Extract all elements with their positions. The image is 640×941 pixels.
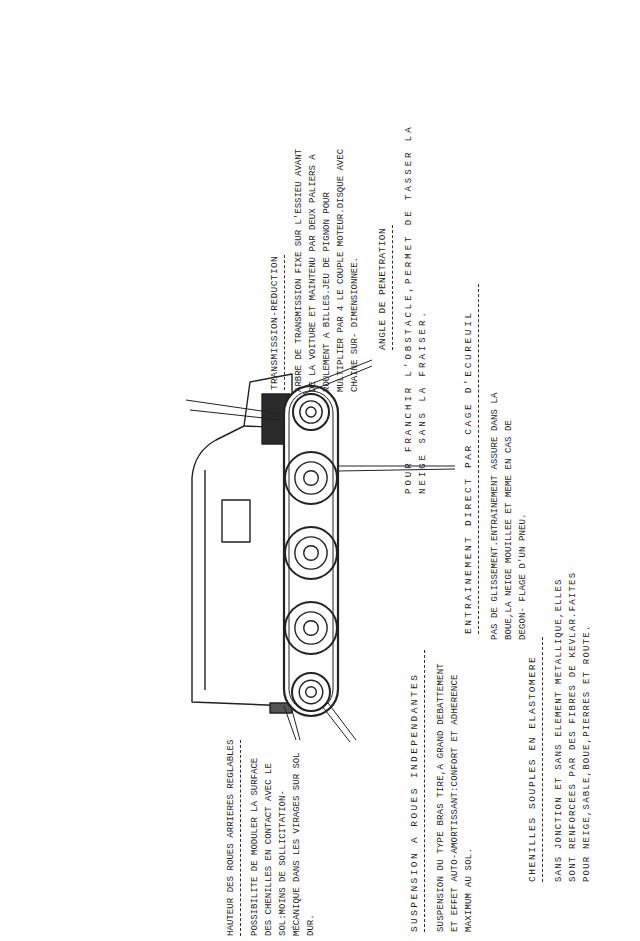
leader-line: [322, 706, 350, 742]
callout-text: POUR FRANCHIR L'OBSTACLE,PERMET DE TASSE…: [402, 96, 430, 494]
callout-text: SUSPENSION DU TYPE BRAS TIRE,A GRAND DEB…: [434, 656, 476, 932]
callout-text: SANS JONCTION ET SANS ELEMENT METALLIQUE…: [552, 568, 594, 882]
car-window: [222, 500, 250, 542]
road-wheel: [292, 673, 330, 711]
callout-heading: ANGLE DE PENETRATION: [376, 225, 393, 350]
callout-text: POSSIBILITE DE MODULER LA SURFACE DES CH…: [248, 740, 318, 936]
road-wheel: [304, 621, 319, 636]
track-outer: [284, 386, 338, 716]
leader-line: [328, 703, 356, 740]
leader-line: [338, 466, 455, 467]
road-wheel: [304, 546, 319, 561]
leader-line: [338, 469, 455, 471]
road-wheel: [304, 471, 319, 486]
callout-text: PAS DE GLISSEMENT.ENTRAINEMENT ASSURE DA…: [488, 382, 530, 640]
callout-heading: ENTRAINEMENT DIRECT PAR CAGE D'ECUREUIL: [462, 284, 479, 634]
road-wheel: [306, 687, 317, 698]
road-wheel: [295, 462, 327, 494]
callout-text: ARBRE DE TRANSMISSION FIXE SUR L'ESSIEU …: [292, 140, 362, 392]
road-wheel: [306, 407, 316, 417]
road-wheel: [295, 537, 327, 569]
road-wheel: [293, 394, 329, 430]
road-wheel: [285, 452, 337, 504]
road-wheel: [299, 680, 323, 704]
car-body: [192, 374, 292, 706]
callout-heading: CHENILLES SOUPLES EN ELASTOMERE: [526, 637, 543, 882]
callout-heading: HAUTEUR DES ROUES ARRIERES REGLABLES: [224, 740, 241, 936]
leader-line: [284, 706, 296, 740]
track-inner: [289, 391, 333, 711]
road-wheel: [285, 527, 337, 579]
leader-line: [190, 410, 282, 420]
road-wheel: [295, 612, 327, 644]
leader-line: [186, 400, 282, 414]
leader-line: [292, 710, 300, 740]
callout-heading: SUSPENSION A ROUES INDEPENDANTES: [408, 650, 425, 932]
road-wheel: [285, 602, 337, 654]
callout-heading: TRANSMISSION-REDUCTION: [268, 255, 285, 390]
road-wheel: [300, 401, 322, 423]
door-line: [204, 470, 205, 690]
